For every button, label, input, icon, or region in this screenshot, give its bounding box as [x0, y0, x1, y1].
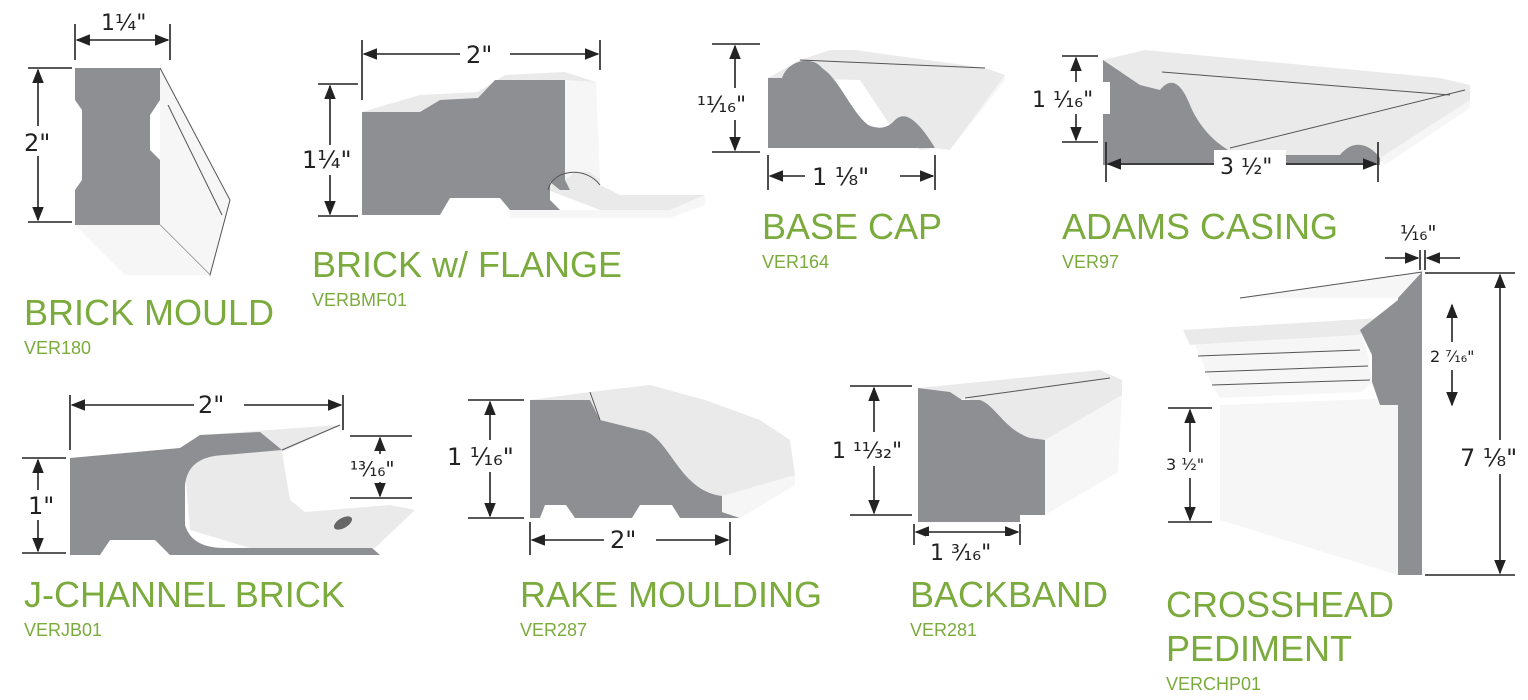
j-channel-brick-profile [70, 424, 415, 555]
brick-mould-title: BRICK MOULD [24, 292, 275, 333]
brick-mould-code: VER180 [24, 338, 92, 358]
rake-moulding-dimensions: 1 ¹⁄₁₆" 2" [445, 399, 731, 555]
crosshead-crown-label: 2 ⁷⁄₁₆" [1430, 347, 1475, 366]
rake-moulding-title: RAKE MOULDING [520, 574, 823, 615]
brick-with-flange-height-label: 1¹⁄₄" [302, 146, 352, 174]
base-cap-title: BASE CAP [762, 206, 943, 247]
brick-with-flange-dimensions: 2" 1¹⁄₄" [300, 40, 601, 217]
rake-moulding-profile [530, 385, 795, 518]
brick-mould-dimensions: 1¹⁄₄" 2" [22, 11, 171, 223]
brick-mould-width-label: 1¹⁄₄" [101, 11, 146, 36]
j-channel-brick-height-label: 1" [28, 492, 54, 520]
adams-casing-profile [1103, 50, 1470, 165]
crosshead-total-label: 7 ¹⁄₈" [1460, 444, 1517, 472]
crosshead-pediment-title-line1: CROSSHEAD [1166, 584, 1395, 625]
adams-casing-code: VER97 [1062, 252, 1120, 272]
j-channel-brick-width-label: 2" [198, 391, 224, 419]
brick-mould-profile [75, 67, 231, 276]
crosshead-pediment-profile [1183, 271, 1423, 575]
rake-moulding-height-label: 1 ¹⁄₁₆" [447, 443, 514, 471]
base-cap-width-label: 1 ¹⁄₈" [812, 163, 869, 191]
base-cap-dimensions: ¹¹⁄₁₆" 1 ¹⁄₈" [695, 43, 936, 191]
crosshead-thickness-label: ¹⁄₁₆" [1400, 221, 1437, 245]
adams-casing-dimensions: 1 ¹⁄₁₆" 3 ¹⁄₂" [1030, 55, 1379, 182]
j-channel-brick-code: VERJB01 [24, 620, 103, 640]
backband-height-label: 1 ¹¹⁄₃₂" [832, 439, 902, 464]
base-cap-code: VER164 [762, 252, 830, 272]
adams-casing-title: ADAMS CASING [1062, 206, 1339, 247]
j-channel-brick-title: J-CHANNEL BRICK [24, 574, 345, 615]
brick-with-flange-width-label: 2" [466, 41, 492, 69]
rake-moulding-code: VER287 [520, 620, 588, 640]
brick-with-flange-code: VERBMF01 [312, 290, 408, 310]
crosshead-pediment-code: VERCHP01 [1166, 674, 1262, 694]
rake-moulding-width-text: 2" [610, 526, 636, 554]
adams-casing-height-label: 1 ¹⁄₁₆" [1032, 88, 1093, 113]
adams-casing-width-label: 3 ¹⁄₂" [1220, 155, 1272, 180]
brick-with-flange-title: BRICK w/ FLANGE [312, 244, 623, 285]
j-channel-brick-depth-label: ¹³⁄₁₆" [350, 457, 395, 481]
brick-with-flange-profile [362, 72, 705, 218]
crosshead-pediment-title-line2: PEDIMENT [1166, 628, 1353, 669]
backband-title: BACKBAND [910, 574, 1109, 615]
crosshead-pediment-dimensions: ¹⁄₁₆" 2 ⁷⁄₁₆" 7 ¹⁄₈" 3 ¹⁄₂" [1164, 221, 1525, 576]
backband-width-label: 1 ³⁄₁₆" [930, 541, 991, 566]
base-cap-height-label: ¹¹⁄₁₆" [697, 93, 746, 118]
brick-mould-height-label: 2" [24, 129, 50, 157]
backband-profile [918, 370, 1122, 522]
backband-dimensions: 1 ¹¹⁄₃₂" 1 ³⁄₁₆" [830, 385, 1021, 566]
j-channel-brick-dimensions: 2" 1" ¹³⁄₁₆" [22, 390, 420, 554]
base-cap-profile [768, 50, 1005, 150]
backband-code: VER281 [910, 620, 978, 640]
crosshead-face-label: 3 ¹⁄₂" [1166, 455, 1204, 474]
